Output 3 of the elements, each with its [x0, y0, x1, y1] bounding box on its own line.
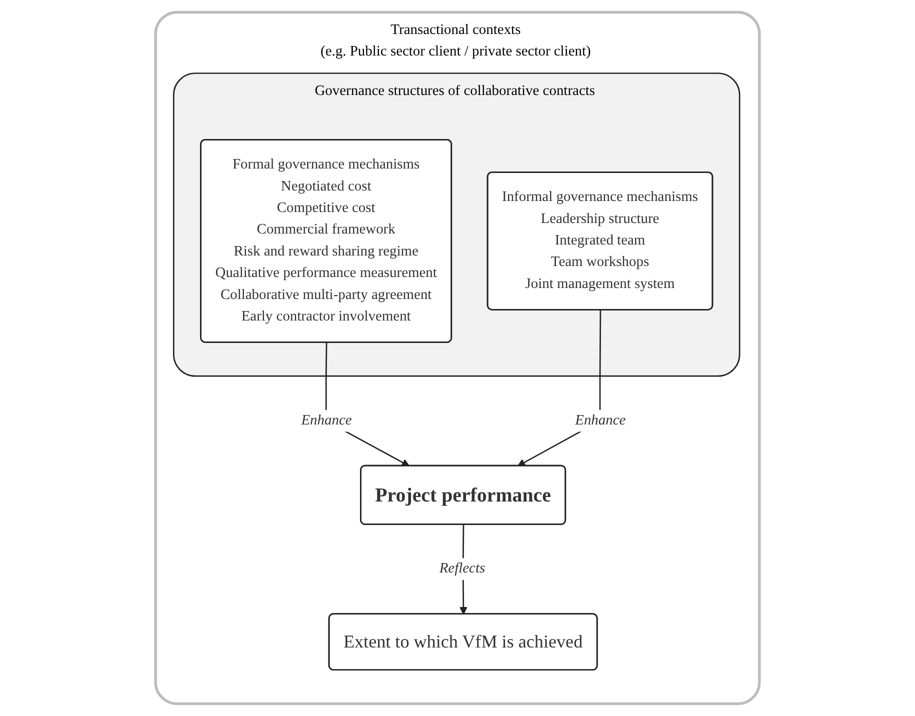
edge-label: Enhance: [575, 412, 626, 428]
edge-label: Enhance: [301, 412, 352, 428]
edge-label: Reflects: [439, 560, 486, 576]
